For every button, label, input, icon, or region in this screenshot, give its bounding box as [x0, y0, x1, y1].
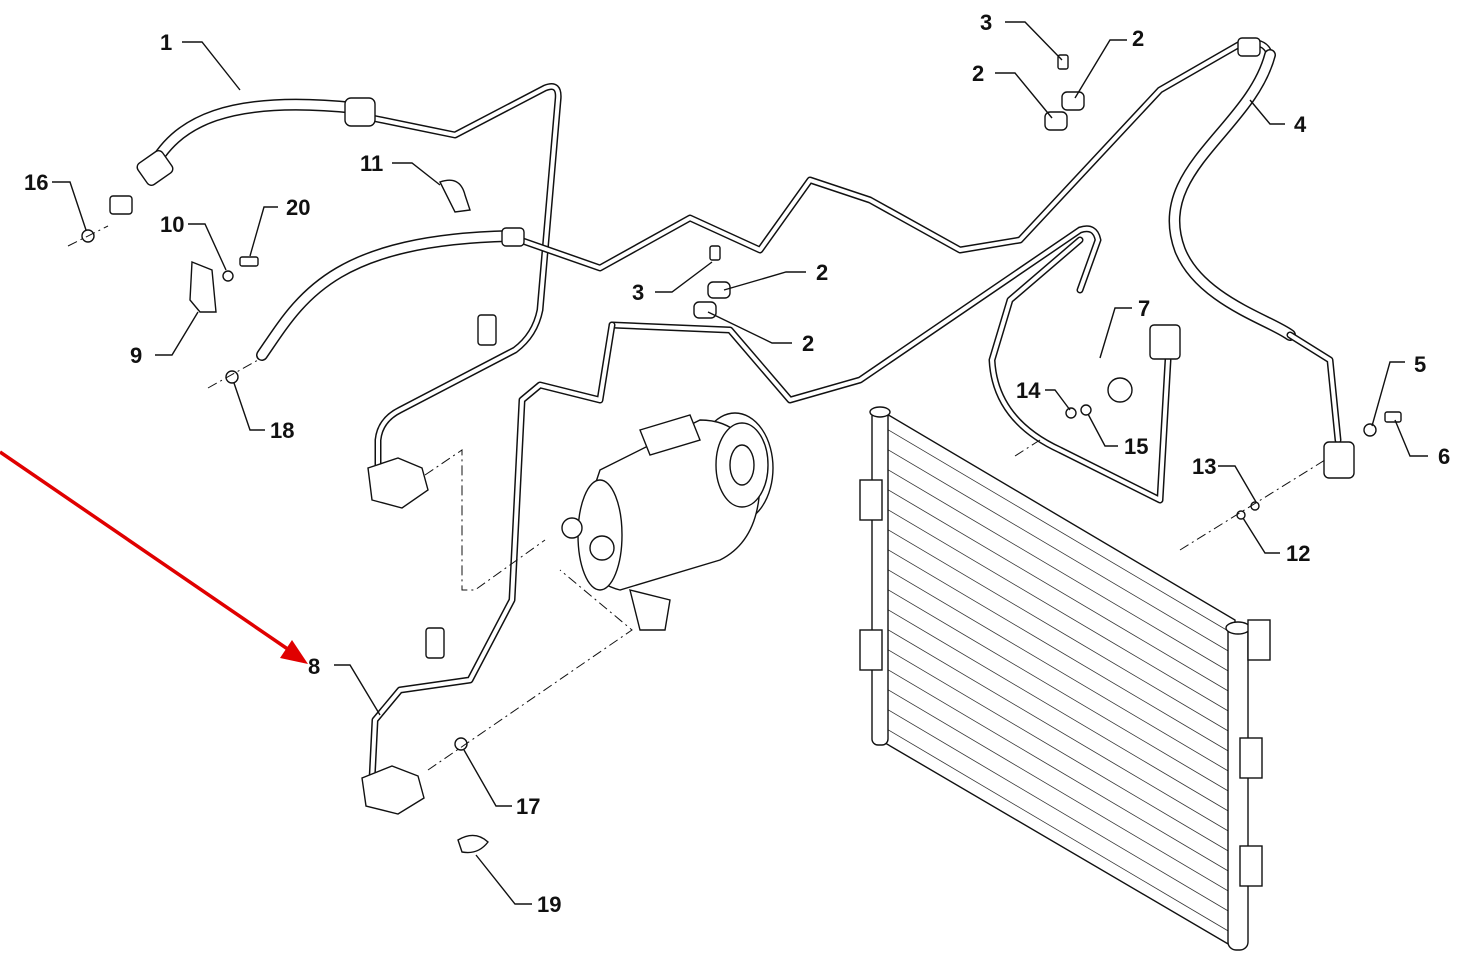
condenser — [859, 406, 1271, 951]
callout-2-top-left: 2 — [972, 61, 984, 86]
callout-4: 4 — [1294, 112, 1307, 137]
callout-14: 14 — [1016, 378, 1041, 403]
callout-19: 19 — [537, 892, 561, 917]
red-pointer-arrow — [0, 450, 308, 664]
compressor — [561, 412, 774, 631]
leader-lines — [52, 21, 1428, 905]
pipe-7 — [988, 236, 1181, 504]
callout-5: 5 — [1414, 352, 1426, 377]
callout-20: 20 — [286, 195, 310, 220]
hose-suction — [256, 227, 525, 361]
callout-3-top: 3 — [980, 10, 992, 35]
callout-6: 6 — [1438, 444, 1450, 469]
callout-9: 9 — [130, 343, 142, 368]
callout-11: 11 — [360, 151, 383, 176]
callout-13: 13 — [1192, 454, 1216, 479]
callout-18: 18 — [270, 418, 294, 443]
pipe-4 — [516, 37, 1355, 479]
callout-7: 7 — [1138, 296, 1150, 321]
callout-1: 1 — [160, 30, 172, 55]
callout-2-middle-lower: 2 — [802, 331, 814, 356]
callout-3-middle: 3 — [632, 280, 644, 305]
callout-16: 16 — [24, 170, 48, 195]
callout-8: 8 — [308, 654, 320, 679]
callout-12: 12 — [1286, 541, 1310, 566]
callout-2-middle-upper: 2 — [816, 260, 828, 285]
condenser-fins — [879, 424, 1236, 936]
callout-10: 10 — [160, 212, 184, 237]
pipe-1 — [109, 83, 562, 509]
callout-labels: 1 2 2 2 2 3 3 4 5 6 7 8 9 10 11 12 13 14… — [24, 10, 1450, 917]
alignment-lines — [67, 225, 1326, 771]
callout-2-top-right: 2 — [1132, 26, 1144, 51]
callout-15: 15 — [1124, 434, 1148, 459]
callout-17: 17 — [516, 794, 540, 819]
pipe-8 — [361, 225, 1102, 815]
